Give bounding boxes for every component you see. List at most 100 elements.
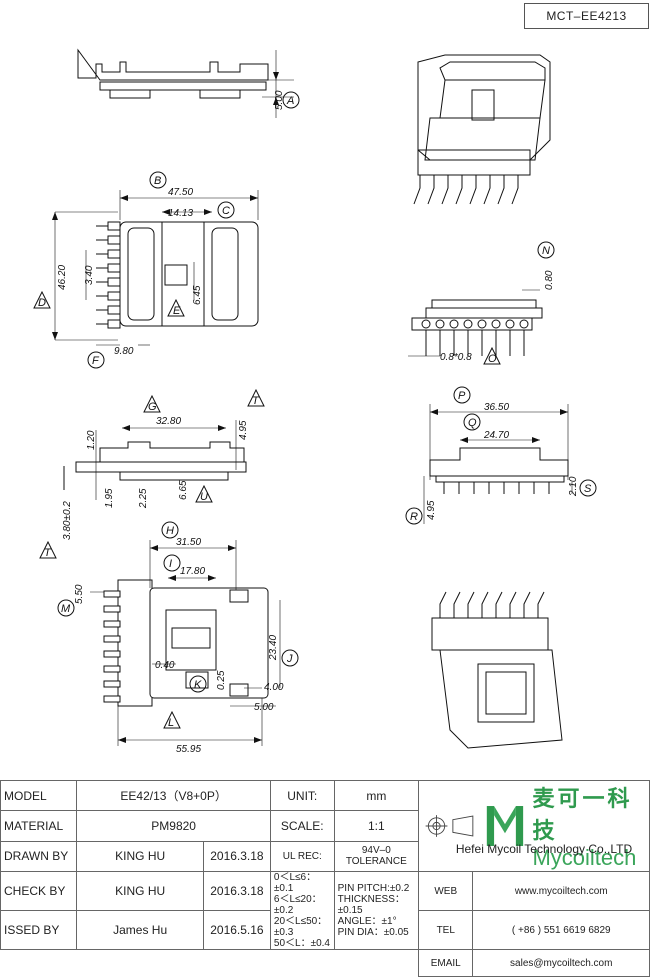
pin (481, 591, 489, 618)
pin (523, 591, 531, 618)
svg-text:M: M (61, 603, 71, 615)
dim-t: 4.95 (238, 420, 249, 440)
dim-a: 5.00 (274, 90, 285, 110)
tel-value: ( +86 ) 551 6619 6829 (472, 910, 650, 950)
company-name-zh: 麦可一科技 (532, 786, 633, 843)
front-view (63, 420, 247, 500)
dim-r: 4.95 (426, 500, 437, 520)
pin (509, 591, 517, 618)
svg-text:S: S (584, 483, 592, 495)
dim-d: 46.20 (57, 265, 68, 290)
callout-t2 (39, 540, 57, 559)
callout-i (163, 554, 181, 572)
svg-text:N: N (542, 245, 550, 257)
pin (103, 635, 121, 643)
pin-base (107, 221, 121, 231)
unit-value: mm (333, 779, 420, 812)
dim-k2: 0.25 (216, 670, 227, 690)
side-view-top (77, 48, 294, 118)
pin (103, 650, 121, 658)
drawn-date: 2016.3.18 (202, 840, 271, 873)
material-value: PM9820 (76, 810, 271, 842)
pin-base (107, 249, 121, 259)
technical-drawing: 5.00 A 47.50 14. (33, 48, 597, 755)
company-full-name: Hefei Mycoil Technology Co.,LTD (455, 842, 633, 856)
dim-q: 24.70 (483, 430, 509, 441)
svg-text:T: T (44, 547, 52, 559)
callout-k (189, 675, 207, 693)
svg-text:T: T (252, 395, 260, 407)
callout-b (149, 171, 167, 189)
pin (103, 620, 121, 628)
issued-date: 2016.5.16 (202, 910, 271, 950)
svg-text:E: E (173, 305, 181, 317)
pin (491, 319, 501, 329)
mycoiltech-logo-icon (486, 806, 523, 846)
callout-e (167, 298, 185, 317)
dim-h4: 4.00 (264, 682, 284, 693)
iso-view-bottom (431, 591, 563, 749)
dim-c: 14.13 (168, 208, 193, 219)
callout-t1 (247, 388, 265, 407)
drawing-code: MCT–EE4213 (524, 3, 649, 29)
dim-g: 32.80 (156, 416, 181, 427)
scale-value: 1:1 (333, 810, 420, 842)
title-block: MODEL EE42/13（V8+0P） UNIT: mm 麦可一 (0, 779, 650, 977)
email-value[interactable]: sales@mycoiltech.com (472, 949, 650, 977)
drawn-label: DRAWN BY (0, 840, 78, 873)
pin (469, 175, 477, 205)
dim-m: 5.50 (74, 584, 85, 604)
svg-text:L: L (168, 717, 174, 729)
pin (421, 319, 431, 329)
pin-base (107, 291, 121, 301)
material-label: MATERIAL (0, 810, 78, 842)
pin (495, 591, 503, 618)
pin-base (107, 277, 121, 287)
callout-g (143, 394, 161, 413)
pin (467, 591, 475, 618)
svg-text:K: K (194, 679, 202, 691)
dim-u1: 1.20 (86, 430, 97, 450)
svg-text:G: G (148, 401, 157, 413)
dim-h5: 5.00 (254, 702, 274, 713)
dim-s: 2.10 (568, 476, 579, 497)
pin (453, 591, 461, 618)
callout-o (483, 346, 501, 365)
dim-n: 0.80 (544, 270, 555, 290)
callout-c (217, 201, 235, 219)
callout-f (87, 351, 105, 369)
dim-u3: 2.25 (138, 488, 149, 509)
svg-text:R: R (410, 511, 418, 523)
pin (427, 175, 435, 205)
check-label: CHECK BY (0, 871, 78, 911)
dim-o: 0.8*0.8 (440, 352, 472, 363)
iso-view-top (413, 54, 551, 205)
pin-base (107, 305, 121, 315)
tolerance-label: TOLERANCE (345, 856, 407, 868)
pin (455, 175, 463, 205)
callout-a (282, 91, 300, 109)
email-label: EMAIL (418, 949, 474, 977)
pin (511, 175, 519, 205)
top-view (52, 190, 259, 346)
dim-i: 17.80 (180, 566, 205, 577)
ul-label: UL REC: (269, 840, 335, 873)
dim-u4: 6.65 (178, 480, 189, 500)
logo-area: 麦可一科技 Mycoiltech (418, 780, 650, 872)
callout-p (453, 386, 471, 404)
svg-text:F: F (92, 355, 100, 367)
web-value[interactable]: www.mycoiltech.com (472, 871, 650, 911)
svg-text:A: A (286, 95, 294, 107)
end-view (423, 404, 573, 524)
dim-t2: 3.80±0.2 (62, 501, 73, 540)
pin (103, 665, 121, 673)
callout-m (57, 599, 75, 617)
callout-s (579, 479, 597, 497)
dim-l: 55.95 (176, 744, 201, 755)
dim-j: 23.40 (268, 635, 279, 661)
projection-symbol-icon (425, 815, 474, 837)
svg-text:Q: Q (468, 417, 477, 429)
callout-r (405, 507, 423, 525)
pin-base (107, 263, 121, 273)
